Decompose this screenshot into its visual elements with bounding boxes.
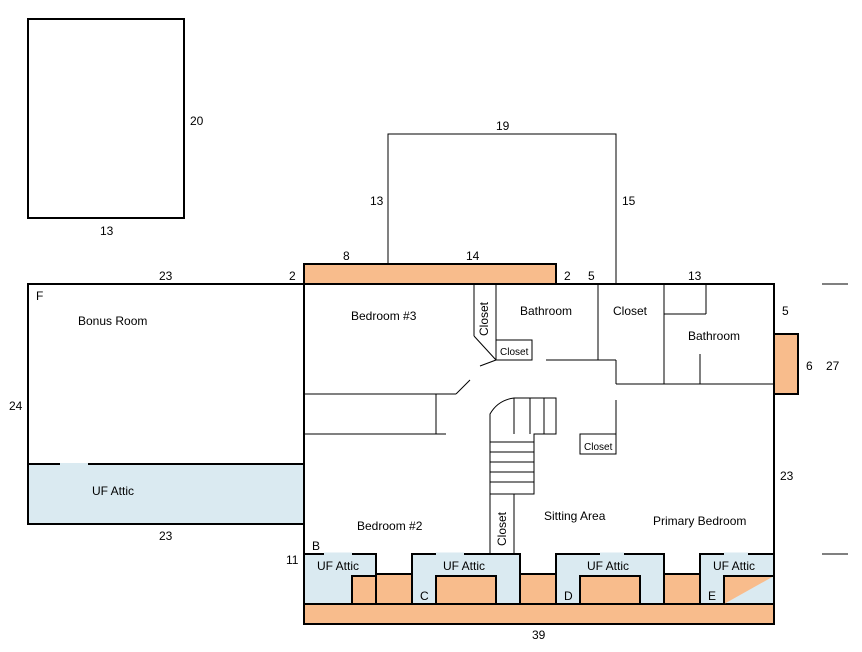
uf-attic-d-label: UF Attic: [587, 559, 629, 573]
closet-top-label: Closet: [613, 304, 648, 318]
uf-attic-e-label: UF Attic: [713, 559, 755, 573]
dim-bottom: 39: [532, 628, 546, 642]
closet-vert-upper-label: Closet: [477, 301, 491, 336]
closet-vert-lower-label: Closet: [495, 511, 509, 546]
top-extension-outline: [387, 133, 617, 285]
dim-small-box-height: 20: [190, 114, 204, 128]
dim-bump-width: 6: [806, 359, 813, 373]
uf-attic-c-label: UF Attic: [443, 559, 485, 573]
closet-small-stair-label: Closet: [584, 442, 613, 453]
dim-ext-top: 19: [496, 119, 510, 133]
dim-gap-5: 5: [588, 269, 595, 283]
separate-room-box: [27, 18, 185, 219]
dim-ext-left: 13: [370, 194, 384, 208]
bedroom2-label: Bedroom #2: [357, 519, 423, 533]
roof-strip-top: [303, 263, 557, 285]
uf-attic-left-label: UF Attic: [92, 484, 134, 498]
dim-left-height: 24: [9, 399, 23, 413]
bathroom-upper-label: Bathroom: [520, 304, 572, 318]
dim-top-right: 13: [688, 269, 702, 283]
uf-attic-b-label: UF Attic: [317, 559, 359, 573]
dim-orange-left: 8: [343, 249, 350, 263]
uf-attic-left-area: [27, 463, 305, 525]
dim-lower-left: 11: [286, 553, 299, 567]
closet-small-upper-label: Closet: [500, 347, 529, 358]
dim-bonus-top: 23: [159, 269, 173, 283]
marker-b: B: [312, 539, 320, 553]
bedroom3-label: Bedroom #3: [351, 309, 417, 323]
dim-orange-right: 14: [466, 249, 480, 263]
dim-ext-right: 15: [622, 194, 636, 208]
dim-right-lower: 23: [780, 469, 794, 483]
dim-bonus-gap: 2: [289, 269, 296, 283]
staircase: [489, 397, 557, 495]
marker-d: D: [564, 589, 573, 603]
primary-bedroom-label: Primary Bedroom: [653, 514, 746, 528]
marker-c: C: [420, 589, 429, 603]
sitting-area-label: Sitting Area: [544, 509, 606, 523]
main-house-outline: [303, 283, 775, 625]
dim-right-upper: 5: [782, 304, 789, 318]
marker-e: E: [708, 589, 716, 603]
dim-right-gap: 2: [564, 269, 571, 283]
dim-attic-bottom: 23: [159, 529, 173, 543]
dim-small-box-width: 13: [100, 224, 114, 238]
marker-f: F: [36, 289, 43, 303]
roof-bump-right: [773, 333, 799, 395]
bonus-room-label: Bonus Room: [78, 314, 147, 328]
bathroom-right-label: Bathroom: [688, 329, 740, 343]
dim-outside: 27: [826, 359, 840, 373]
